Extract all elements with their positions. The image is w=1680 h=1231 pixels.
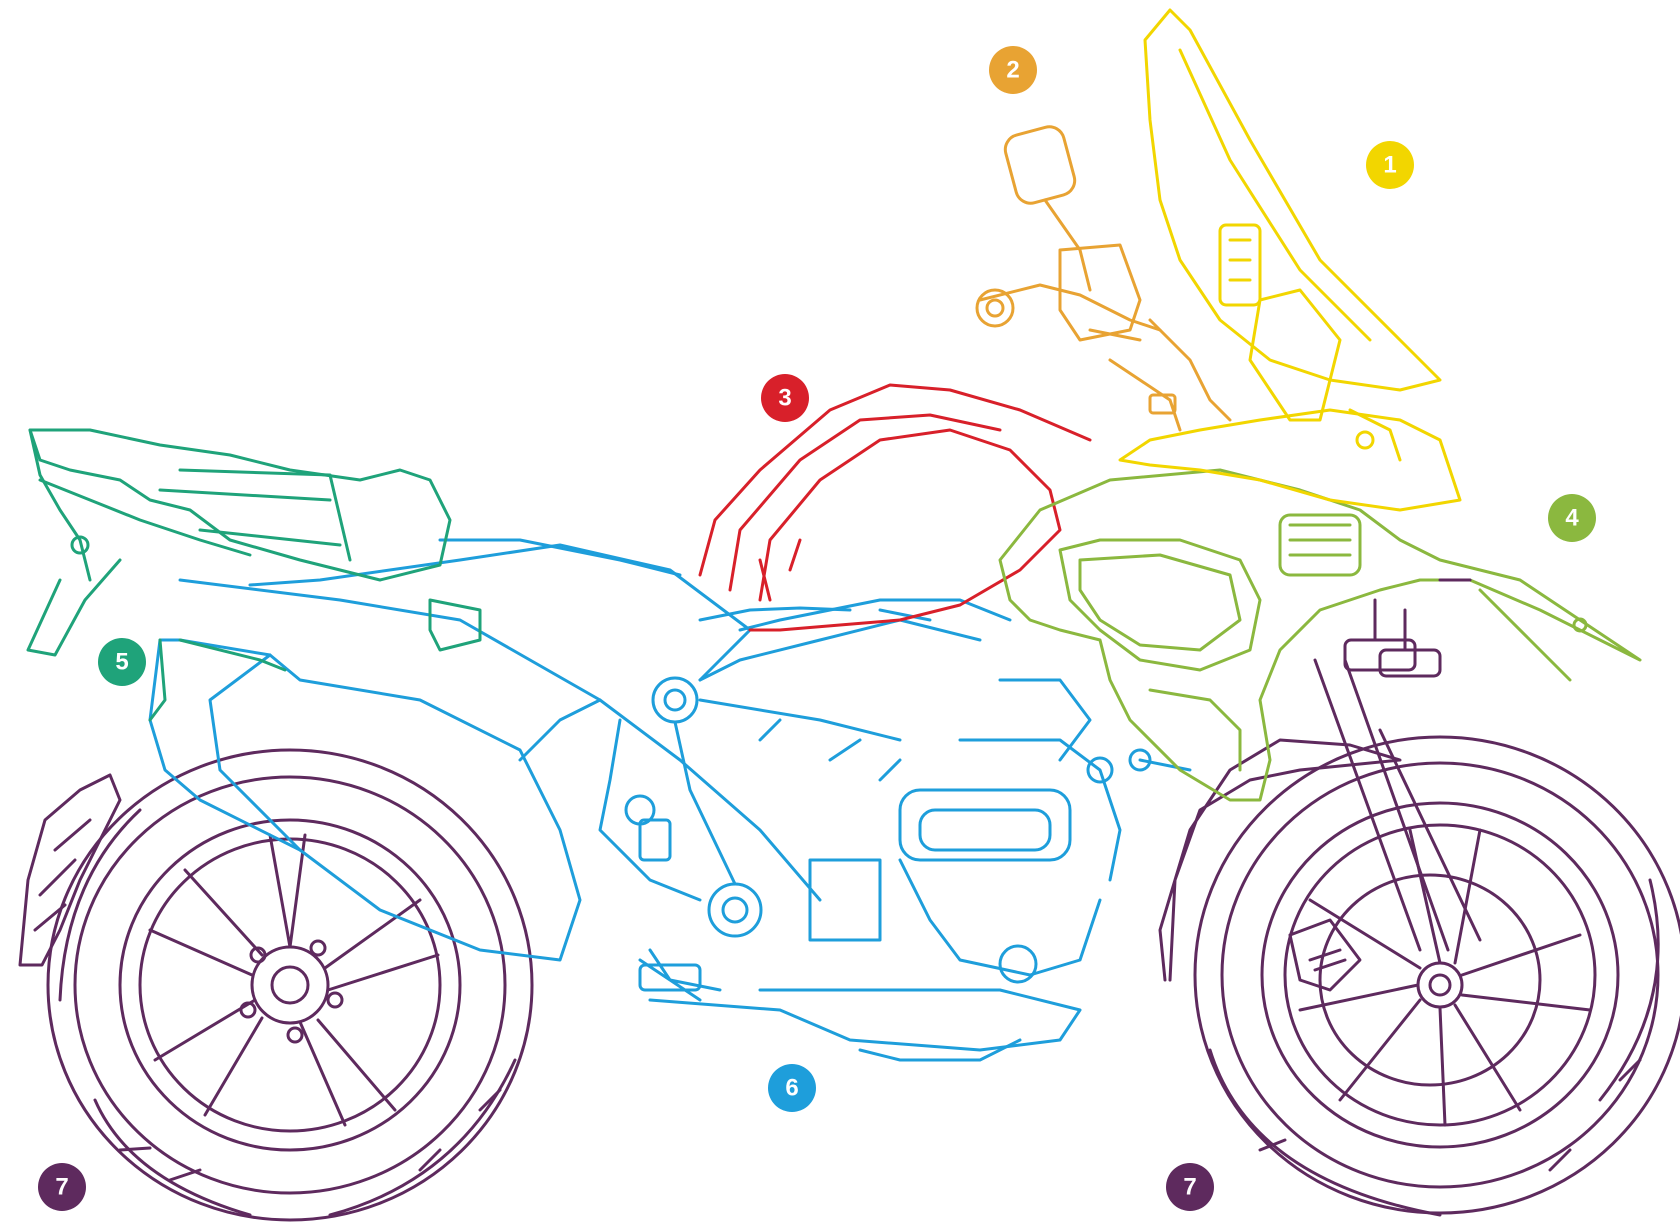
callout-3-label: 3 bbox=[778, 385, 791, 412]
callout-1-badge: 1 bbox=[1366, 141, 1414, 189]
callout-7-front-badge: 7 bbox=[1166, 1163, 1214, 1211]
callout-6-label: 6 bbox=[785, 1075, 798, 1102]
front-wheel bbox=[1195, 737, 1680, 1215]
callout-6-badge: 6 bbox=[768, 1064, 816, 1112]
callout-5-badge: 5 bbox=[98, 638, 146, 686]
fairing-and-crash-bars bbox=[1000, 470, 1640, 800]
rear-luggage-and-tail bbox=[28, 430, 480, 720]
frame-and-engine bbox=[150, 540, 1190, 1060]
callout-2-label: 2 bbox=[1006, 57, 1019, 84]
callout-7-front-label: 7 bbox=[1183, 1174, 1196, 1201]
callout-7-rear-label: 7 bbox=[55, 1174, 68, 1201]
callout-4-badge: 4 bbox=[1548, 494, 1596, 542]
callout-7-rear-badge: 7 bbox=[38, 1163, 86, 1211]
callout-2-badge: 2 bbox=[989, 46, 1037, 94]
callout-4-label: 4 bbox=[1565, 505, 1579, 532]
callout-badges: 1 2 3 4 5 6 7 7 bbox=[38, 46, 1596, 1211]
callout-1-label: 1 bbox=[1383, 152, 1396, 179]
rear-wheel bbox=[48, 750, 532, 1220]
fuel-tank bbox=[700, 385, 1090, 630]
callout-3-badge: 3 bbox=[761, 374, 809, 422]
callout-5-label: 5 bbox=[115, 649, 128, 676]
windscreen bbox=[1120, 10, 1460, 510]
